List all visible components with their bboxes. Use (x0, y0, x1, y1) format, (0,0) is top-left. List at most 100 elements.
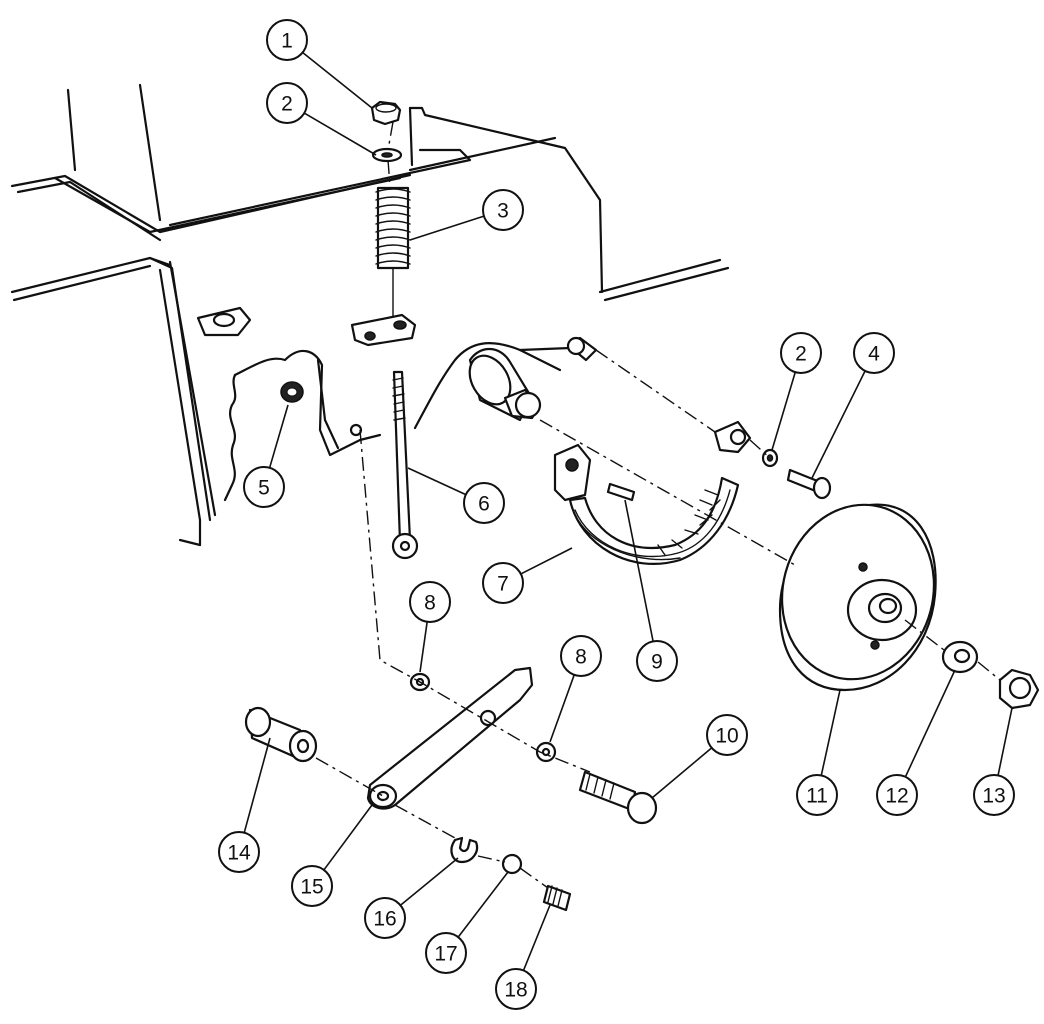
callout-16: 16 (364, 857, 459, 939)
callout-leader (904, 669, 956, 778)
callout-number: 8 (424, 592, 436, 615)
callout-13: 13 (973, 707, 1015, 816)
callout-leader (457, 871, 509, 938)
callout-leader (409, 215, 485, 241)
callout-2: 2 (266, 82, 377, 156)
callout-number: 17 (434, 943, 457, 966)
callout-circle (266, 82, 308, 124)
callout-number: 8 (575, 646, 587, 669)
callout-number: 9 (651, 651, 663, 674)
callout-18: 18 (495, 904, 551, 1010)
callout-10: 10 (651, 714, 748, 799)
callout-circle (425, 932, 467, 974)
callout-number: 1 (281, 30, 293, 53)
machine-frame (10, 83, 730, 547)
callout-circle (482, 189, 524, 231)
part-12-washer (941, 640, 979, 674)
callout-14: 14 (218, 737, 271, 873)
callout-leader (243, 737, 271, 833)
callout-leader (549, 674, 575, 743)
part-15-lever-arm (366, 666, 534, 810)
callout-leader (520, 547, 573, 575)
callout-3: 3 (409, 189, 524, 241)
callout-circle (853, 332, 895, 374)
callout-circle (780, 332, 822, 374)
callout-number: 3 (497, 200, 509, 223)
callout-2: 2 (771, 332, 822, 451)
callout-circle (636, 640, 678, 682)
callout-number: 2 (281, 93, 293, 116)
callout-number: 13 (982, 785, 1005, 808)
callout-leader (771, 371, 797, 451)
callout-number: 18 (504, 979, 527, 1002)
callout-leader (268, 404, 289, 469)
part-18-set-screw (542, 884, 572, 912)
callout-number: 10 (715, 725, 738, 748)
callout-9: 9 (624, 499, 678, 682)
callout-number: 4 (868, 343, 880, 366)
callout-leader (624, 499, 654, 642)
callout-number: 5 (258, 477, 270, 500)
callout-number: 12 (885, 785, 908, 808)
part-3-spring (375, 186, 411, 319)
callout-number: 2 (795, 343, 807, 366)
callout-circle (973, 774, 1015, 816)
part-2-washer-right (761, 448, 779, 468)
callout-11: 11 (796, 689, 841, 816)
callout-circle (463, 482, 505, 524)
callout-17: 17 (425, 871, 509, 974)
callout-4: 4 (811, 332, 895, 479)
part-10-bolt (578, 770, 658, 825)
callout-leader (419, 621, 428, 673)
part-11-brake-drum (778, 503, 937, 692)
callout-leader (997, 707, 1013, 776)
callout-number: 11 (806, 785, 828, 808)
assembly-lines (315, 121, 1001, 889)
callout-circle (409, 581, 451, 623)
callout-12: 12 (876, 669, 956, 816)
callout-circle (482, 562, 524, 604)
callout-leader (407, 467, 467, 496)
part-1-nut (370, 100, 402, 126)
callout-leader (522, 904, 551, 971)
part-17-cap (501, 853, 523, 875)
callout-circle (796, 774, 838, 816)
callout-leader (303, 112, 377, 156)
bracket-plate (223, 342, 572, 502)
part-13-nut (998, 668, 1040, 710)
callout-circle (243, 466, 285, 508)
callout-circle (364, 897, 406, 939)
spring-seat (350, 313, 417, 347)
callout-number: 15 (300, 876, 323, 899)
pin-top (566, 336, 598, 362)
callout-number: 6 (478, 493, 490, 516)
frame-tab (196, 306, 252, 337)
callout-8: 8 (409, 581, 451, 673)
part-4-bolt (786, 468, 832, 500)
callout-circle (266, 19, 308, 61)
callout-circle (218, 831, 260, 873)
callout-8: 8 (549, 635, 602, 743)
callout-leader (820, 689, 841, 776)
callout-number: 16 (373, 908, 396, 931)
part-2-washer-top (371, 147, 403, 163)
callout-5: 5 (243, 404, 289, 508)
part-14-bushing (244, 706, 318, 763)
callout-leader (811, 370, 866, 479)
part-16-clip (450, 836, 479, 864)
callout-number: 14 (227, 842, 251, 865)
part-6-rod (391, 370, 419, 560)
callout-circle (495, 968, 537, 1010)
callout-circle (876, 774, 918, 816)
callout-circle (560, 635, 602, 677)
callout-leader (323, 804, 373, 871)
callout-6: 6 (407, 467, 505, 524)
callout-number: 7 (497, 573, 509, 596)
part-7-brake-band (553, 420, 752, 565)
callout-15: 15 (291, 804, 373, 907)
brake-arm-boss (468, 347, 542, 422)
callout-1: 1 (266, 19, 373, 109)
callout-7: 7 (482, 547, 573, 604)
